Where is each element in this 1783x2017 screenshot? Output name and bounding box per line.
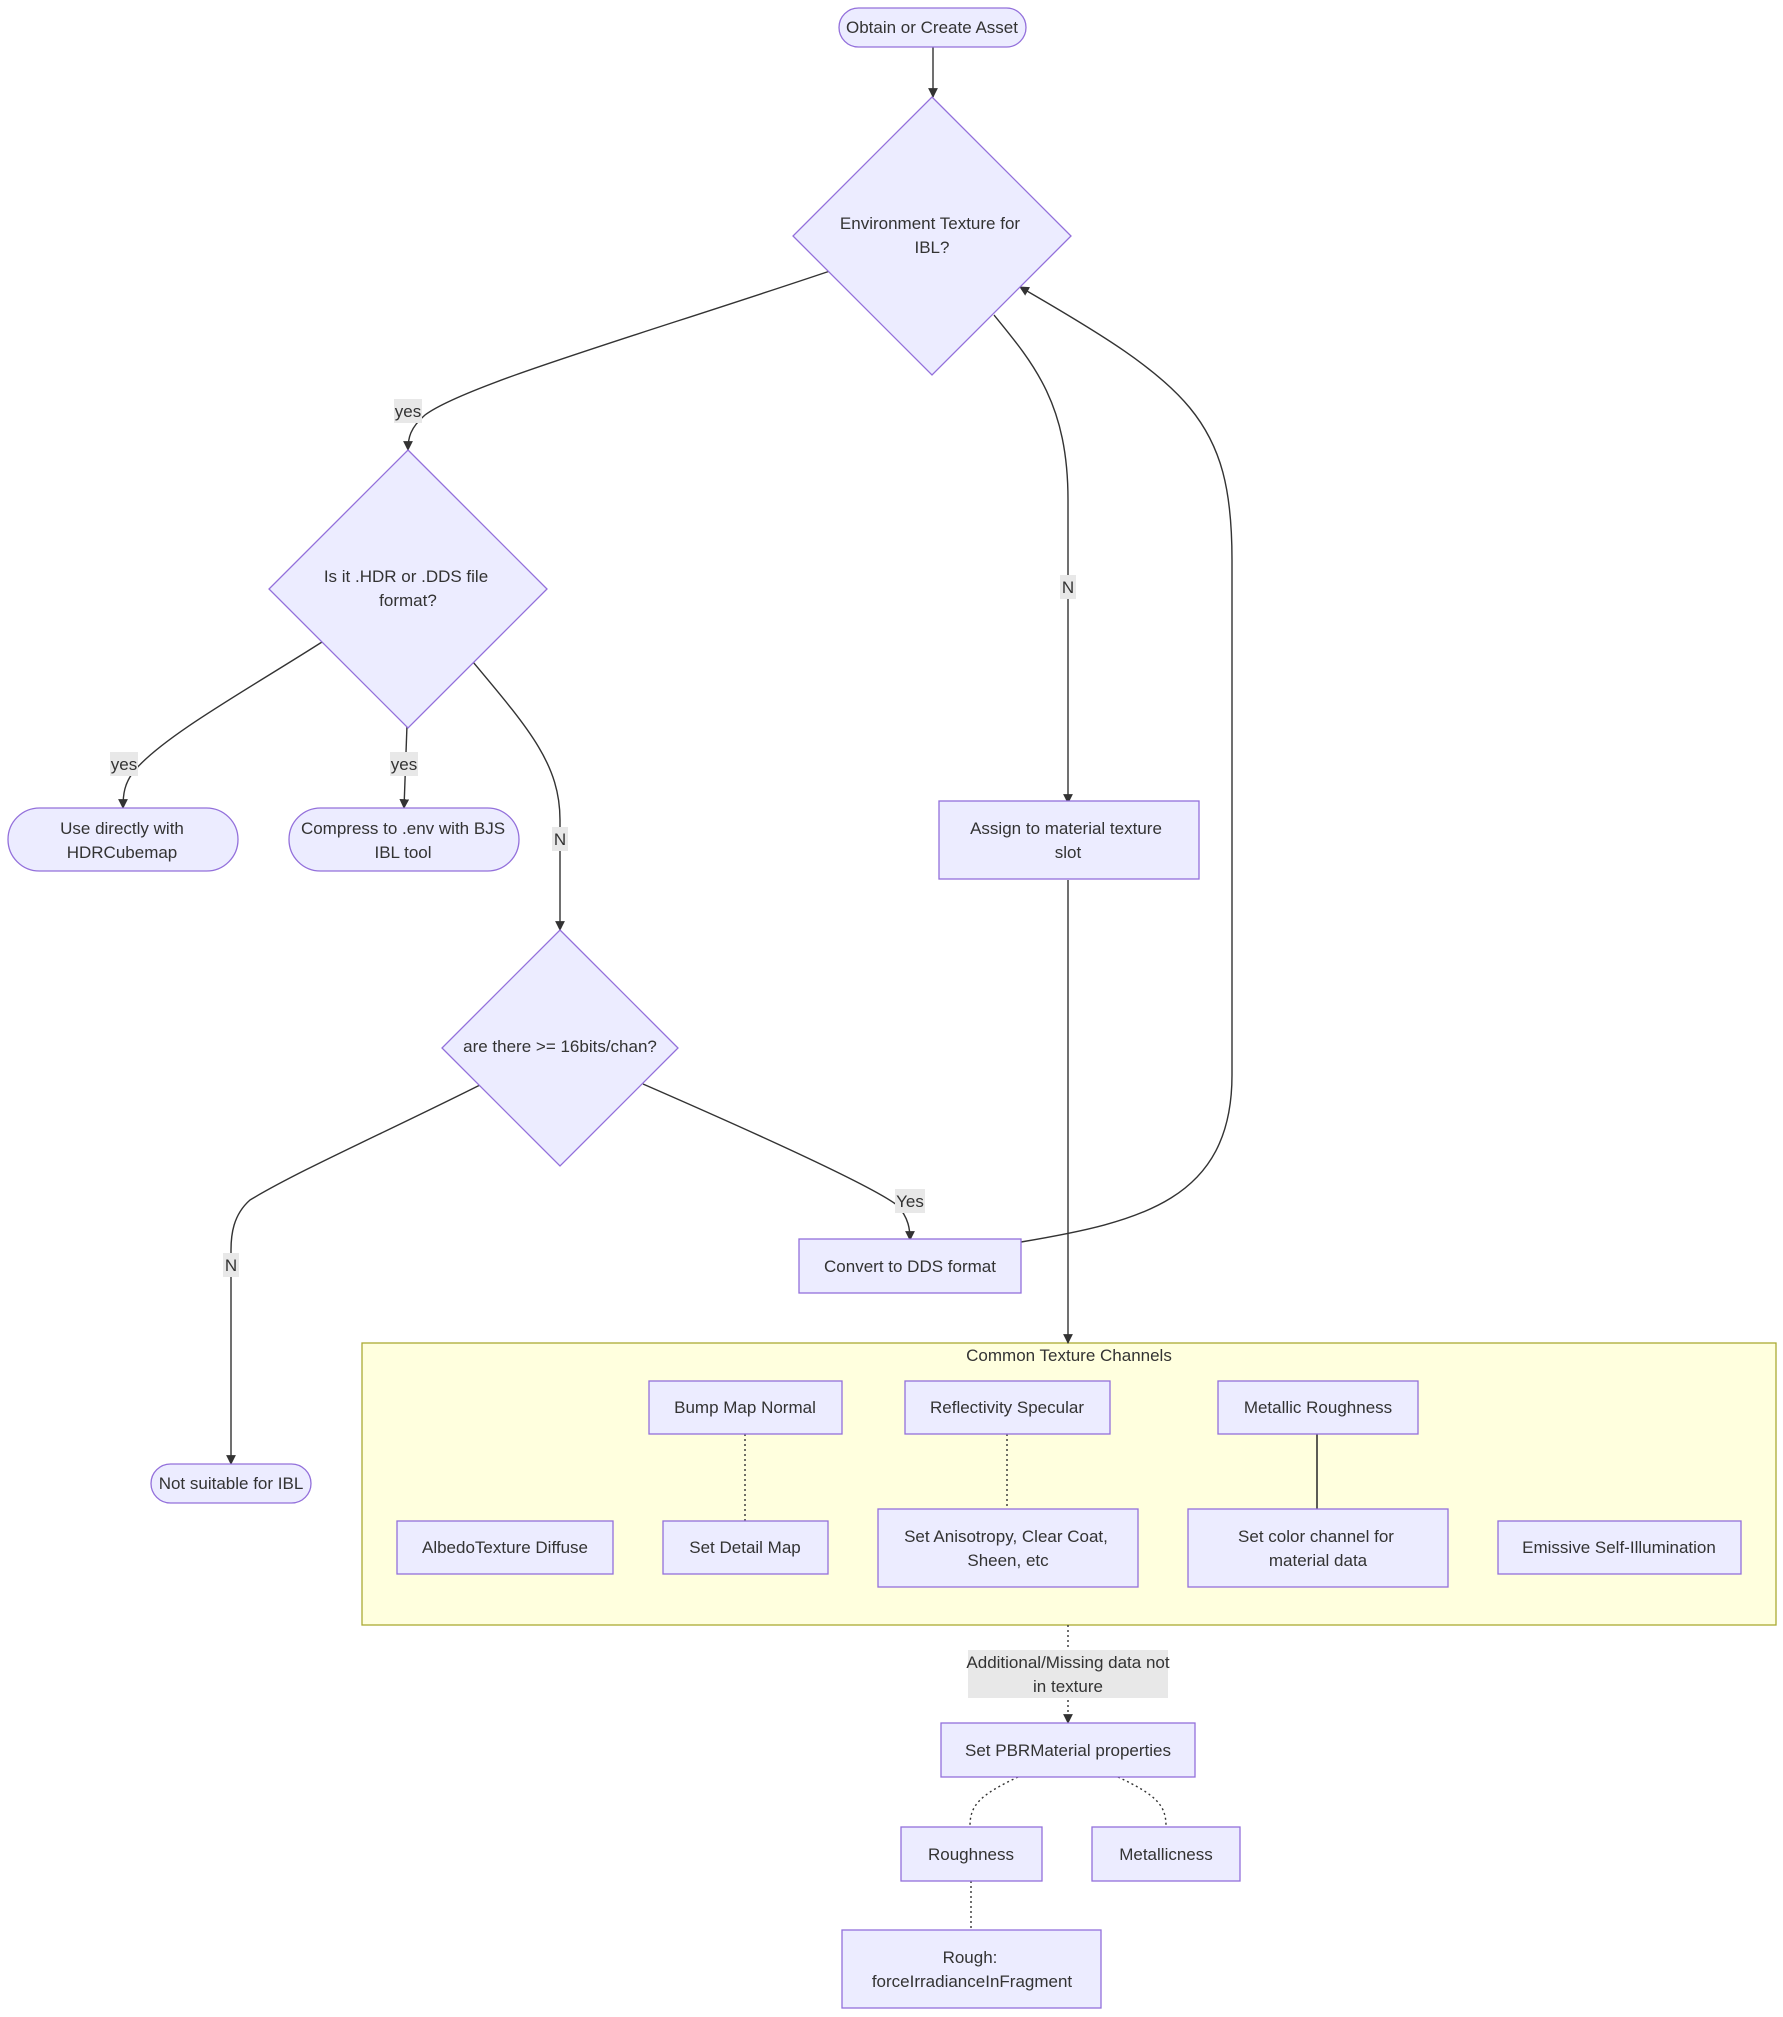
svg-text:Metallicness: Metallicness [1119, 1845, 1213, 1864]
svg-text:yes: yes [395, 402, 421, 421]
edge-label-env-n: N [1060, 575, 1076, 599]
edge-label-hdr-yes-mid: yes [390, 752, 418, 776]
edge-env-to-hdr [403, 270, 831, 451]
node-rough-force-irradiance: Rough: forceIrradianceInFragment [841, 1929, 1102, 2009]
node-set-anisotropy: Set Anisotropy, Clear Coat, Sheen, etc [877, 1508, 1139, 1588]
svg-text:Set PBRMaterial properties: Set PBRMaterial properties [965, 1741, 1171, 1760]
edge-convert-to-env [1019, 286, 1233, 1243]
node-environment-texture-for-ibl: Environment Texture for IBL? [792, 96, 1072, 376]
edge-label-hdr-n: N [552, 827, 568, 851]
edge-bits-to-convert [642, 1083, 915, 1241]
svg-text:Roughness: Roughness [928, 1845, 1014, 1864]
edge-label-missing-data: Additional/Missing data not in texture [966, 1650, 1170, 1698]
node-albedotexture-diffuse: AlbedoTexture Diffuse [396, 1520, 614, 1575]
node-metallic-roughness: Metallic Roughness [1217, 1380, 1419, 1435]
edge-hdr-to-bits [472, 661, 565, 931]
node-assign-to-material-texture-slot: Assign to material texture slot [938, 800, 1200, 880]
svg-text:are there >= 16bits/chan?: are there >= 16bits/chan? [463, 1037, 657, 1056]
svg-text:Use directly with: Use directly with [60, 819, 184, 838]
svg-text:Convert to DDS format: Convert to DDS format [824, 1257, 996, 1276]
node-set-color-channel: Set color channel for material data [1187, 1508, 1449, 1588]
edge-pbr-to-metallicness [1117, 1776, 1167, 1827]
svg-text:Sheen, etc: Sheen, etc [967, 1551, 1049, 1570]
svg-text:Not suitable for IBL: Not suitable for IBL [159, 1474, 304, 1493]
svg-text:Set Detail Map: Set Detail Map [689, 1538, 801, 1557]
svg-text:in texture: in texture [1033, 1677, 1103, 1696]
svg-text:Compress to .env with BJS: Compress to .env with BJS [301, 819, 505, 838]
node-not-suitable-for-ibl: Not suitable for IBL [150, 1463, 312, 1504]
svg-text:Metallic Roughness: Metallic Roughness [1244, 1398, 1392, 1417]
svg-text:slot: slot [1055, 843, 1082, 862]
edge-labels: yes N yes yes N Yes N Additional/Missin [110, 399, 1170, 1698]
svg-text:AlbedoTexture Diffuse: AlbedoTexture Diffuse [422, 1538, 588, 1557]
svg-text:N: N [225, 1256, 237, 1275]
edge-hdr-to-use-direct [118, 641, 323, 809]
node-bump-map-normal: Bump Map Normal [648, 1380, 843, 1435]
svg-text:Obtain or Create Asset: Obtain or Create Asset [846, 18, 1018, 37]
svg-text:N: N [554, 830, 566, 849]
svg-text:Environment Texture for: Environment Texture for [840, 214, 1020, 233]
nodes: Obtain or Create Asset Environment Textu… [7, 7, 1742, 2009]
svg-text:format?: format? [379, 591, 437, 610]
node-emissive-self-illumination: Emissive Self-Illumination [1497, 1520, 1742, 1575]
svg-text:IBL tool: IBL tool [374, 843, 431, 862]
svg-text:Is it .HDR or .DDS file: Is it .HDR or .DDS file [324, 567, 488, 586]
edge-label-hdr-yes-left: yes [110, 752, 138, 776]
edge-label-bits-n: N [223, 1253, 239, 1277]
edge-label-env-yes: yes [394, 399, 422, 423]
svg-text:Set Anisotropy, Clear Coat,: Set Anisotropy, Clear Coat, [904, 1527, 1108, 1546]
cluster-label: Common Texture Channels [966, 1346, 1172, 1365]
edge-label-bits-yes: Yes [895, 1189, 925, 1213]
edges [118, 47, 1318, 1930]
svg-text:Bump Map Normal: Bump Map Normal [674, 1398, 816, 1417]
svg-text:Set color channel for: Set color channel for [1238, 1527, 1394, 1546]
node-roughness: Roughness [900, 1826, 1043, 1882]
edge-env-to-assign [993, 314, 1073, 804]
edge-pbr-to-roughness [969, 1776, 1019, 1827]
node-set-detail-map: Set Detail Map [662, 1520, 829, 1575]
svg-text:material data: material data [1269, 1551, 1368, 1570]
node-reflectivity-specular: Reflectivity Specular [904, 1380, 1111, 1435]
svg-text:HDRCubemap: HDRCubemap [67, 843, 178, 862]
svg-text:Assign to material texture: Assign to material texture [970, 819, 1162, 838]
node-compress-to-env: Compress to .env with BJS IBL tool [288, 807, 520, 872]
svg-text:yes: yes [391, 755, 417, 774]
node-metallicness: Metallicness [1091, 1826, 1241, 1882]
svg-text:Additional/Missing data not: Additional/Missing data not [966, 1653, 1169, 1672]
node-use-directly-with-hdrcubemap: Use directly with HDRCubemap [7, 807, 239, 872]
svg-text:Emissive Self-Illumination: Emissive Self-Illumination [1522, 1538, 1716, 1557]
node-is-it-hdr-or-dds: Is it .HDR or .DDS file format? [268, 449, 548, 729]
svg-text:yes: yes [111, 755, 137, 774]
svg-text:forceIrradianceInFragment: forceIrradianceInFragment [872, 1972, 1073, 1991]
svg-text:Reflectivity Specular: Reflectivity Specular [930, 1398, 1084, 1417]
node-set-pbrmaterial-properties: Set PBRMaterial properties [940, 1722, 1196, 1778]
svg-text:IBL?: IBL? [915, 238, 950, 257]
svg-text:N: N [1062, 578, 1074, 597]
node-convert-to-dds: Convert to DDS format [798, 1238, 1022, 1294]
edge-bits-to-not-suitable [226, 1084, 481, 1465]
node-obtain-or-create-asset: Obtain or Create Asset [838, 7, 1027, 48]
svg-text:Yes: Yes [896, 1192, 924, 1211]
node-are-there-16bits: are there >= 16bits/chan? [441, 929, 679, 1167]
svg-text:Rough:: Rough: [943, 1948, 998, 1967]
